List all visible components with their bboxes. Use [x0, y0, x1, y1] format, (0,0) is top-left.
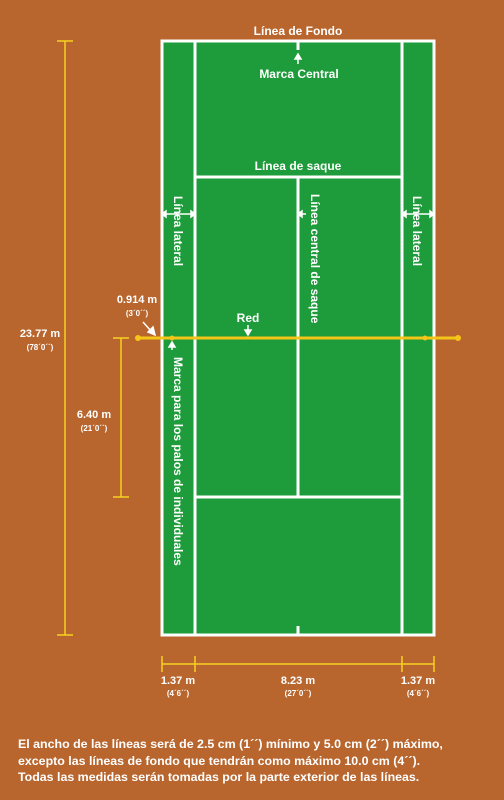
- dim-service-box-imperial: (21´0´´): [81, 424, 108, 433]
- dim-alley-left-metric: 1.37 m: [161, 675, 195, 687]
- dim-total-length-metric: 23.77 m: [20, 328, 61, 340]
- net-post-left: [135, 335, 141, 341]
- label-center-mark: Marca Central: [259, 67, 338, 81]
- arrow-sideline-left-head-a: [160, 209, 167, 219]
- dim-alley-right-imperial: (4´6´´): [407, 689, 430, 698]
- dim-singles-width-metric: 8.23 m: [281, 675, 315, 687]
- arrow-singles-mark-head: [167, 340, 177, 348]
- net-post-right: [455, 335, 461, 341]
- dim-post-offset-imperial: (3´0´´): [126, 309, 149, 318]
- arrow-sideline-right-head-b: [429, 209, 436, 219]
- label-sideline-right: Línea lateral: [410, 196, 424, 266]
- dim-post-offset-metric: 0.914 m: [117, 294, 158, 306]
- label-center-service-line: Línea central de saque: [308, 194, 322, 324]
- label-singles-posts-mark: Marca para los palos de individuales: [171, 357, 185, 566]
- label-sideline-left: Línea lateral: [171, 196, 185, 266]
- label-net: Red: [237, 311, 260, 325]
- dim-total-length-imperial: (78´0´´): [27, 343, 54, 352]
- footer-note-line-3: Todas las medidas serán tomadas por la p…: [18, 770, 420, 784]
- arrow-sideline-right-head-a: [400, 209, 407, 219]
- arrow-center-service-head: [296, 209, 303, 219]
- label-baseline: Línea de Fondo: [254, 24, 343, 38]
- footer-note-line-1: El ancho de las líneas será de 2.5 cm (1…: [18, 737, 443, 751]
- singles-post-right: [422, 335, 428, 341]
- footer-note: El ancho de las líneas será de 2.5 cm (1…: [18, 736, 498, 786]
- arrow-net-head: [243, 329, 253, 337]
- dim-alley-left-imperial: (4´6´´): [167, 689, 190, 698]
- dim-singles-width-imperial: (27´0´´): [285, 689, 312, 698]
- footer-note-line-2: excepto las líneas de fondo que tendrán …: [18, 753, 421, 768]
- arrow-post-offset-head: [146, 325, 157, 337]
- arrow-sideline-left-head-b: [190, 209, 197, 219]
- dim-alley-right-metric: 1.37 m: [401, 675, 435, 687]
- label-service-line: Línea de saque: [255, 159, 342, 173]
- arrow-center-mark-head: [293, 52, 303, 60]
- dim-service-box-metric: 6.40 m: [77, 409, 111, 421]
- singles-post-left: [169, 335, 175, 341]
